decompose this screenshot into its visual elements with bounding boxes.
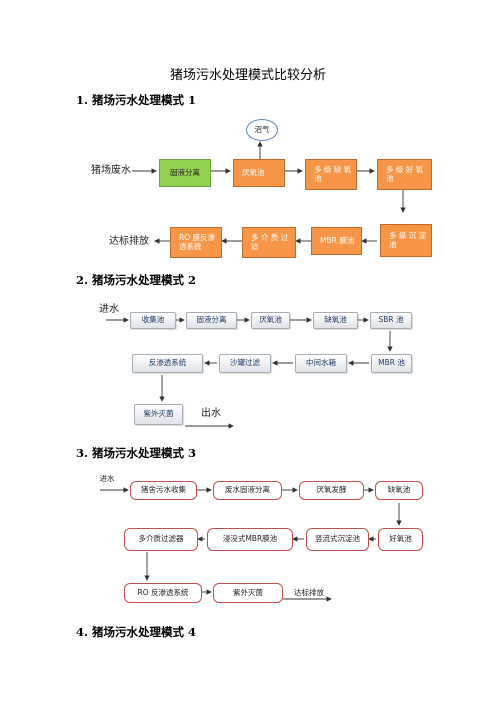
mode2-sbr: SBR 池	[370, 312, 412, 329]
mode2-sand-filter: 沙罐过滤	[219, 354, 271, 373]
mode3-collect: 猪舍污水收集	[130, 481, 197, 500]
mode1-biogas: 沼气	[246, 119, 278, 141]
mode1-multi-settling: 多 级 沉 淀 池	[380, 224, 432, 257]
mode1-separation: 固液分离	[159, 159, 211, 187]
mode2-anoxic: 缺氧池	[313, 312, 358, 329]
section-heading-4: 4. 猪场污水处理模式 4	[76, 625, 197, 639]
mode2-collect: 收集池	[130, 312, 176, 329]
mode3-ro: RO 反渗透系统	[124, 583, 202, 603]
mode3-separation: 废水固液分离	[213, 481, 282, 500]
mode1-multi-media: 多 介 质 过 滤	[242, 227, 296, 258]
mode1-ro: RO 膜反渗 透系统	[170, 227, 222, 258]
mode1-anaerobic: 厌氧池	[233, 159, 285, 187]
mode2-separation: 固液分离	[186, 312, 237, 329]
section-heading-1: 1. 猪场污水处理模式 1	[76, 93, 197, 107]
mode3-mbr: 浸没式MBR膜池	[207, 528, 293, 551]
mode3-settling: 竖流式沉淀池	[306, 528, 369, 551]
mode1-mbr: MBR 膜池	[311, 227, 362, 255]
page-title: 猪场污水处理模式比较分析	[169, 68, 326, 83]
mode2-input-label: 进水	[99, 304, 119, 316]
mode3-multi-media: 多介质过滤器	[124, 528, 198, 551]
mode1-multi-anoxic: 多 级 缺 氧 池	[305, 159, 357, 190]
section-heading-3: 3. 猪场污水处理模式 3	[76, 446, 197, 460]
mode3-uv: 紫外灭菌	[213, 583, 283, 603]
mode1-multi-aerobic: 多 级 好 氧 池	[377, 159, 432, 190]
mode2-anaerobic: 厌氧池	[251, 312, 290, 329]
section-heading-2: 2. 猪场污水处理模式 2	[76, 273, 197, 287]
mode2-mbr: MBR 池	[371, 354, 412, 373]
mode2-uv: 紫外灭菌	[134, 404, 183, 425]
mode1-input-label: 猪场废水	[91, 165, 131, 177]
mode3-output-label: 达标排放	[294, 587, 324, 597]
mode3-aerobic: 好氧池	[378, 528, 423, 551]
mode3-anoxic: 缺氧池	[375, 481, 423, 500]
mode2-output-label: 出水	[201, 408, 221, 420]
mode3-input-label: 进水	[99, 473, 115, 483]
mode2-ro: 反渗透系统	[132, 354, 203, 373]
mode1-output-label: 达标排放	[109, 236, 149, 248]
mode2-middle-tank: 中间水箱	[295, 354, 347, 373]
mode3-ferment: 厌氧发酵	[299, 481, 364, 500]
